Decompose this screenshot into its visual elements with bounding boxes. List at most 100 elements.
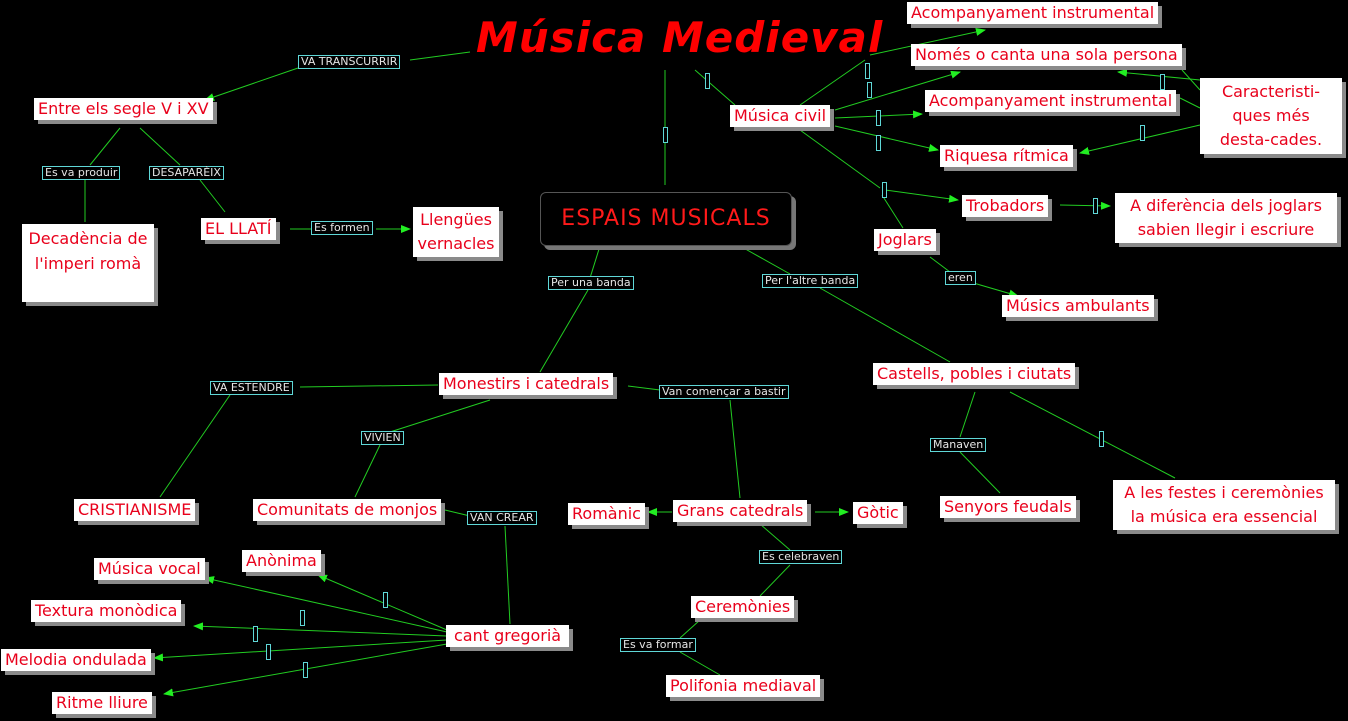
edge [504,525,511,625]
edge [694,69,736,106]
edge [969,281,1019,298]
node-musica-vocal[interactable]: Música vocal [94,558,205,580]
edge [539,289,589,373]
node-acompanyament-2[interactable]: Acompanyament instrumental [925,90,1177,112]
connector-marker [882,182,887,198]
edge [354,444,381,498]
node-caracteristiques[interactable]: Caracteristi-ques més desta-cades. [1200,78,1342,154]
edge [204,576,448,633]
edge [317,574,448,631]
edge [1009,391,1176,479]
connector-marker [1099,431,1104,447]
node-melodia-ondulada[interactable]: Melodia ondulada [1,649,151,671]
edge [799,59,866,106]
node-anonima[interactable]: Anònima [242,550,321,572]
node-musics-ambulants[interactable]: Músics ambulants [1002,295,1154,317]
node-gotic[interactable]: Gòtic [853,502,903,524]
edge [884,189,959,203]
node-textura-monodica[interactable]: Textura monòdica [31,600,182,622]
node-llengues[interactable]: Llengües vernacles [413,207,499,257]
edge [679,619,701,639]
node-trobadors[interactable]: Trobadors [962,195,1049,217]
node-llati[interactable]: EL LLATÍ [201,218,276,240]
node-monestirs[interactable]: Monestirs i catedrals [439,373,614,395]
link-label-celebraven: Es celebraven [759,550,843,564]
connector-marker [705,73,710,89]
link-label-produir: Es va produir [42,166,121,180]
node-acompanyament-1[interactable]: Acompanyament instrumental [907,2,1159,24]
edge [834,70,961,111]
edge [759,523,791,551]
edge [679,651,721,676]
node-diferencia-joglars[interactable]: A diferència dels joglars sabien llegir … [1115,193,1337,243]
connector-marker [383,592,388,608]
edge [881,194,904,229]
link-label-bastir: Van començar a bastir [659,385,789,399]
edge [869,28,986,56]
central-concept[interactable]: ESPAIS MUSICALS [540,192,792,246]
edge [1059,201,1111,210]
node-polifonia[interactable]: Polifonia mediaval [666,675,821,697]
node-cristianisme[interactable]: CRISTIANISME [74,499,196,521]
node-senyors-feudals[interactable]: Senyors feudals [940,496,1076,518]
link-label-manaven: Manaven [930,438,987,452]
edge [729,399,741,499]
link-label-formar: Es va formar [620,638,696,652]
edge [193,622,448,637]
edge [389,399,491,433]
edge [299,384,439,388]
map-title: Música Medieval [476,13,884,62]
node-festes-ceremonies[interactable]: A les festes i ceremònies la música era … [1113,480,1335,530]
link-label-banda1: Per una banda [548,276,634,290]
edge [819,287,951,363]
connector-marker [1140,125,1145,141]
connector-marker [663,127,668,143]
node-comunitats[interactable]: Comunitats de monjos [253,499,442,521]
link-label-transcorrir: VA TRANSCURRIR [298,55,401,69]
edge [1179,97,1201,109]
connector-marker [867,82,872,98]
connector-marker [876,135,881,151]
node-ritme-lliure[interactable]: Ritme lliure [52,692,152,714]
node-romanic[interactable]: Romànic [568,503,645,525]
node-castells[interactable]: Castells, pobles i ciutats [873,363,1076,385]
edge [444,509,471,517]
edge [199,179,226,213]
node-segle[interactable]: Entre els segle V i XV [34,98,213,120]
link-label-vivien: VIVIEN [361,431,404,445]
edge [739,245,791,275]
edge [834,125,939,152]
node-grans-catedrals[interactable]: Grans catedrals [673,500,808,522]
node-nomes-canta[interactable]: Només o canta una sola persona [911,44,1182,66]
edge [204,67,299,101]
link-label-desapareix: DESAPARÈIX [149,166,224,180]
connector-marker [1160,74,1165,90]
edge [89,127,121,166]
connector-marker [1093,198,1098,214]
connector-marker [876,110,881,126]
edge [627,385,661,391]
node-ceremonies[interactable]: Ceremònies [691,596,795,618]
node-cant-gregoria[interactable]: cant gregorià [446,625,570,647]
edge [959,391,976,438]
link-label-estendre: VA ESTENDRE [210,381,293,395]
link-label-formen: Es formen [311,221,373,235]
edge [1181,69,1201,91]
connector-marker [865,63,870,79]
edge [799,129,881,189]
link-label-banda2: Per l'altre banda [762,274,859,288]
node-decadencia[interactable]: Decadència de l'imperi romà [22,224,154,302]
node-riquesa-ritmica[interactable]: Riquesa rítmica [940,145,1073,167]
edge [929,256,951,273]
node-joglars[interactable]: Joglars [874,229,936,251]
connector-marker [266,644,271,660]
edge [159,394,231,498]
node-musica-civil[interactable]: Música civil [730,105,831,127]
link-label-eren: eren [945,271,976,285]
connector-marker [253,626,258,642]
edge [589,245,601,279]
edge [139,127,181,166]
edge [1117,68,1201,81]
connector-marker [300,610,305,626]
